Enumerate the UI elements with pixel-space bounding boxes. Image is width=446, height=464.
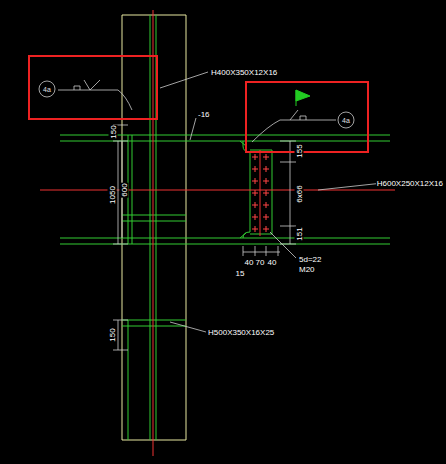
weld-size: 4a: [337, 111, 355, 124]
dimension: 150: [108, 327, 117, 342]
weld-circle: 4a: [38, 80, 56, 98]
plate-label: -16: [197, 110, 211, 119]
dimension: 150: [109, 124, 118, 139]
dimension: 155: [295, 143, 304, 158]
section-label: H500X350X16X25: [207, 328, 275, 337]
dimension: 15: [235, 269, 246, 278]
weld-circle: 4a: [337, 111, 355, 129]
weld-size: 4a: [38, 80, 56, 93]
section-label: H600X250X12X16: [376, 179, 444, 188]
dimension: 1050: [108, 185, 117, 205]
dimension: 40: [267, 258, 278, 267]
dimension: 151: [295, 226, 304, 241]
dimension: 40: [244, 258, 255, 267]
dimension: 6x66: [295, 184, 304, 203]
dimension: 600: [120, 182, 129, 197]
bolt-label: M20: [298, 265, 316, 274]
section-label: H400X350X12X16: [210, 68, 278, 77]
bolt-hole-label: 5d=22: [298, 255, 322, 264]
dimension: 70: [255, 258, 266, 267]
